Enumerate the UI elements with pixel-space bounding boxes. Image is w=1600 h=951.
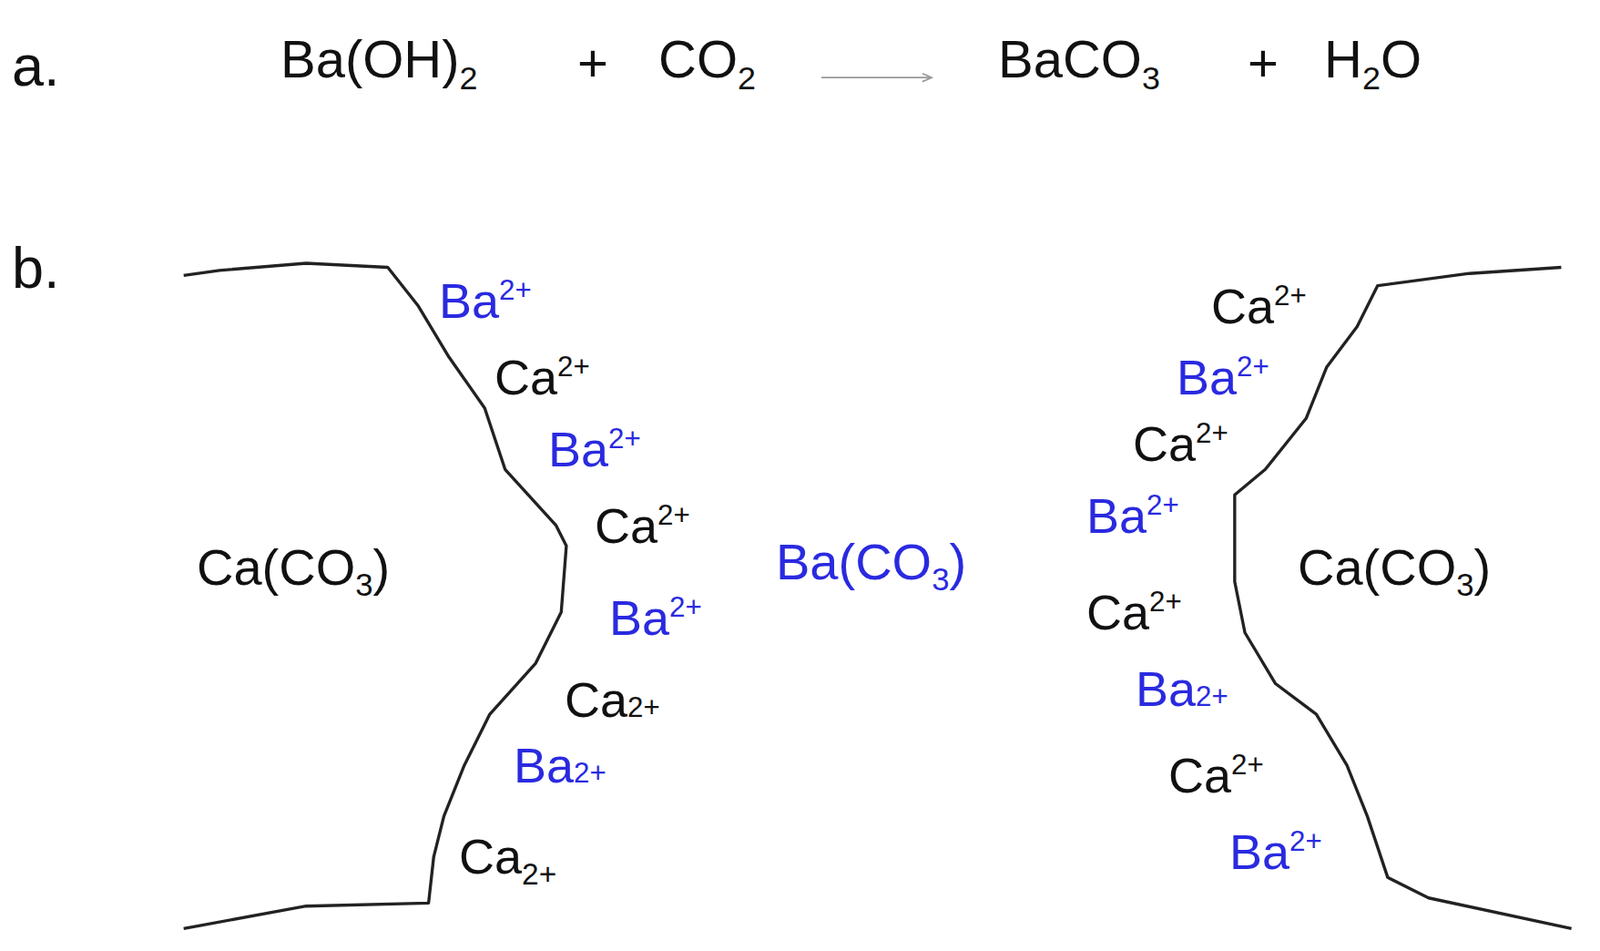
compound-label: Ba(CO3) <box>775 536 967 596</box>
label-text: Ba <box>609 590 670 645</box>
ion-label: Ba2+ <box>1086 490 1180 541</box>
label-text: Ba <box>548 421 609 477</box>
index-text: 3 <box>1456 567 1474 602</box>
ion-label: Ca2+ <box>458 831 557 889</box>
index-text: 2+ <box>1231 748 1264 781</box>
label-text: ) <box>1474 538 1492 596</box>
label-text: CO <box>658 29 738 89</box>
ion-label: Ba2+ <box>438 275 532 326</box>
label-text: Ca <box>1132 416 1196 471</box>
label-text: Ca <box>594 498 658 553</box>
index-text: 2+ <box>1146 489 1180 521</box>
label-text: Ba <box>1086 488 1147 543</box>
index-text: 2+ <box>1195 680 1229 713</box>
label-text: Ca <box>494 349 558 405</box>
index-text: 2+ <box>1236 350 1270 383</box>
index-text: 2+ <box>1195 417 1229 449</box>
part-label: a. <box>11 37 61 95</box>
label-text: Ca <box>1086 584 1150 640</box>
ion-label: Ca2+ <box>1211 281 1307 331</box>
index-text: 2 <box>1362 59 1381 97</box>
label-text: Ca <box>1168 747 1232 803</box>
ion-label: Ca2+ <box>1168 750 1264 800</box>
label-text: BaCO <box>998 29 1142 89</box>
index-text: 3 <box>355 567 373 602</box>
formula: CO2 <box>658 32 756 95</box>
ion-label: Ca2+ <box>594 500 691 551</box>
index-text: 2+ <box>1289 825 1323 857</box>
plus-sign: + <box>1247 36 1279 90</box>
index-text: 2+ <box>669 591 703 623</box>
label-text: + <box>577 32 609 92</box>
index-text: 3 <box>1141 59 1161 97</box>
label-text: Ba <box>513 737 574 793</box>
ion-label: Ca2+ <box>1086 587 1183 637</box>
label-text: Ba <box>1176 349 1237 405</box>
ion-label: Ba2+ <box>1229 826 1323 877</box>
compound-label: Ca(CO3) <box>1297 541 1491 602</box>
label-text: H <box>1324 29 1363 89</box>
index-text: 2+ <box>657 499 691 531</box>
left-grain-outline <box>183 263 567 928</box>
index-text: 2+ <box>499 274 532 306</box>
label-text: Ba <box>1135 661 1196 716</box>
plus-sign: + <box>577 36 609 90</box>
index-text: 3 <box>931 561 949 597</box>
reaction-arrow <box>821 73 932 82</box>
ion-label: Ca2+ <box>564 674 661 724</box>
index-text: 2+ <box>521 856 557 891</box>
ion-label: Ca2+ <box>1132 418 1229 469</box>
ion-label: Ba2+ <box>548 424 642 474</box>
formula: Ba(OH)2 <box>280 32 479 95</box>
index-text: 2+ <box>627 691 661 724</box>
label-text: Ca <box>1211 278 1274 334</box>
ion-label: Ba2+ <box>513 740 607 790</box>
label-text: b. <box>11 235 61 300</box>
ion-label: Ba2+ <box>1176 352 1270 402</box>
label-text: O <box>1380 29 1422 89</box>
ion-label: Ca2+ <box>494 352 591 402</box>
label-text: Ba(OH) <box>280 29 460 89</box>
index-text: 2+ <box>1273 279 1307 312</box>
label-text: ) <box>373 538 391 596</box>
label-text: Ca <box>458 828 522 884</box>
label-text: Ca(CO <box>196 538 356 596</box>
index-text: 2 <box>459 59 479 97</box>
part-label: b. <box>11 239 61 297</box>
index-text: 2+ <box>573 756 607 789</box>
index-text: 2+ <box>608 422 642 455</box>
label-text: Ba <box>438 273 500 328</box>
label-text: a. <box>11 33 61 98</box>
compound-label: Ca(CO3) <box>196 541 390 602</box>
formula: BaCO3 <box>998 32 1161 95</box>
ion-label: Ba2+ <box>609 592 703 643</box>
label-text: Ba(CO <box>775 532 932 591</box>
label-text: Ba <box>1229 824 1290 879</box>
index-text: 2+ <box>557 350 591 383</box>
ion-label: Ba2+ <box>1135 663 1229 714</box>
formula: H2O <box>1324 32 1422 95</box>
label-text: Ca <box>564 672 628 727</box>
index-text: 2 <box>737 59 756 97</box>
index-text: 2+ <box>1149 585 1183 618</box>
label-text: Ca(CO <box>1297 538 1457 596</box>
label-text: + <box>1247 32 1279 92</box>
label-text: ) <box>948 532 967 591</box>
